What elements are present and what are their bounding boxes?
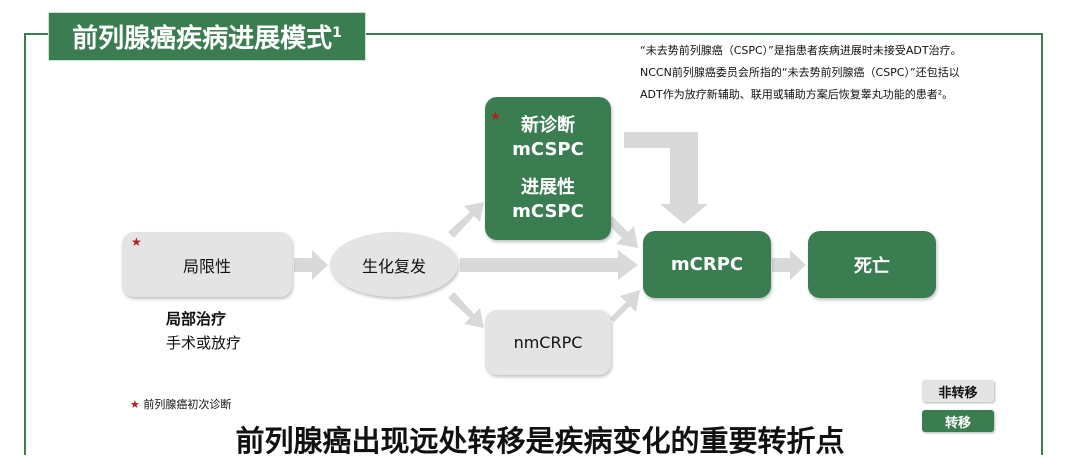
star-icon: ★ (131, 235, 142, 249)
node-label: mCRPC (670, 254, 744, 275)
star-legend-text: 前列腺癌初次诊断 (143, 398, 232, 411)
node-biochemical-recurrence: 生化复发 (330, 232, 458, 297)
definition-note: “未去势前列腺癌（CSPC）”是指患者疾病进展时未接受ADT治疗。 NCCN前列… (640, 40, 1040, 106)
node-nmcrpc: nmCRPC (485, 310, 611, 375)
node-label: mCSPC (512, 138, 584, 160)
arrow-biochem-to-mcspc (448, 202, 484, 238)
legend-label: 转移 (944, 415, 971, 431)
node-mcspc: ★ 新诊断 mCSPC 进展性 mCSPC (485, 97, 611, 240)
local-therapy-detail: 手术或放疗 (166, 334, 242, 352)
note-line: NCCN前列腺癌委员会所指的“未去势前列腺癌（CSPC）”还包括以 (640, 66, 960, 79)
arrow-nmcrpc-to-mcrpc (610, 290, 640, 322)
star-legend: ★ 前列腺癌初次诊断 (130, 396, 231, 412)
legend-metastatic: 转移 (922, 410, 994, 432)
frame-border (24, 33, 1043, 455)
arrow-biochem-to-nmcrpc (448, 292, 484, 328)
note-line: ADT作为放疗新辅助、联用或辅助方案后恢复睾丸功能的患者²。 (640, 88, 954, 101)
node-localized: ★ 局限性 (122, 232, 292, 297)
node-mcrpc: mCRPC (643, 231, 771, 298)
node-label: 新诊断 (521, 114, 575, 136)
node-label: mCSPC (512, 200, 584, 222)
node-label: nmCRPC (513, 333, 583, 352)
arrow-mcrpc-to-death (772, 250, 806, 280)
node-label: 局限性 (182, 256, 231, 276)
arrow-local-to-biochem (294, 250, 328, 280)
node-death: 死亡 (808, 231, 936, 298)
legend-label: 非转移 (938, 385, 978, 401)
headline: 前列腺癌出现远处转移是疾病变化的重要转折点 (235, 424, 845, 458)
title-footnote: 1 (332, 24, 342, 41)
node-label: 死亡 (854, 255, 890, 277)
star-icon: ★ (130, 398, 140, 411)
note-line: “未去势前列腺癌（CSPC）”是指患者疾病进展时未接受ADT治疗。 (640, 44, 962, 57)
legend-non-metastatic: 非转移 (922, 380, 994, 402)
arrow-mcspc-top-to-mcrpc (624, 132, 708, 224)
local-therapy-title: 局部治疗 (166, 310, 227, 328)
node-label: 进展性 (521, 176, 575, 198)
node-label: 生化复发 (361, 256, 426, 276)
star-icon: ★ (490, 109, 501, 123)
arrow-biochem-to-mcrpc (460, 250, 638, 280)
arrow-mcspc-to-mcrpc (606, 216, 638, 248)
title-text: 前列腺癌疾病进展模式 (72, 24, 333, 54)
